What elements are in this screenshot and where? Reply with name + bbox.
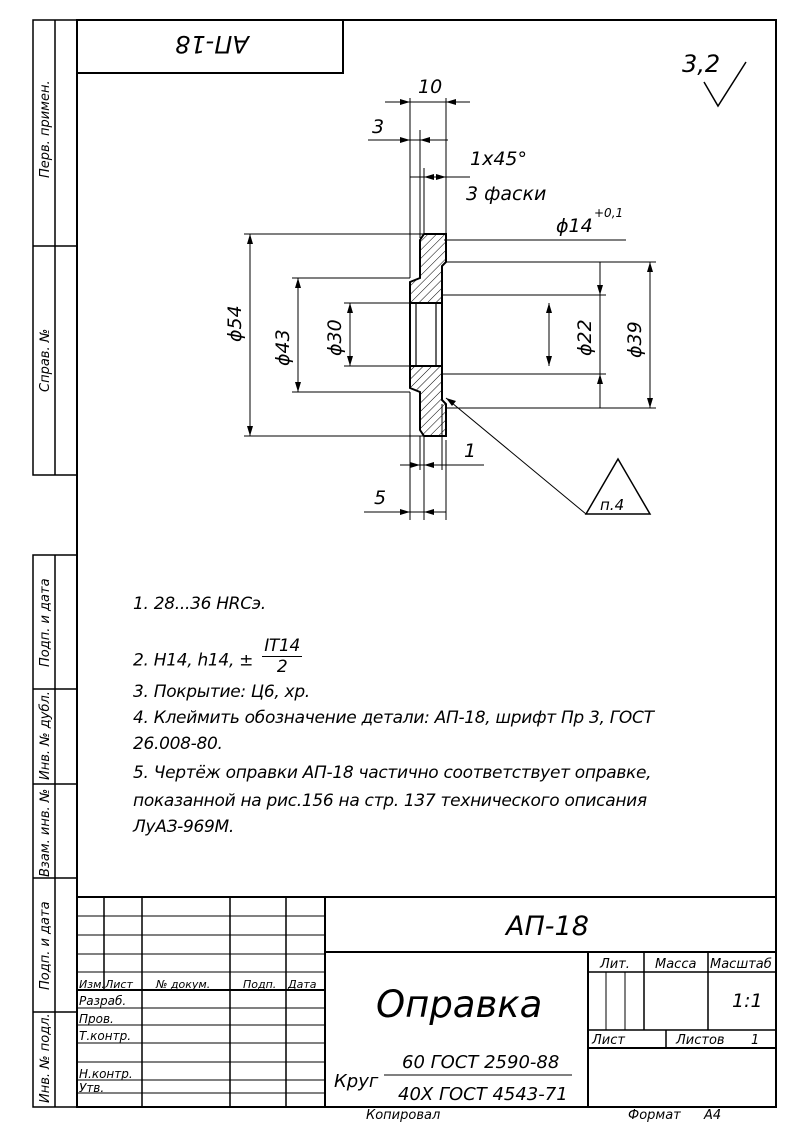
tb-header-izm: Изм. bbox=[79, 978, 105, 991]
tb-designation: АП-18 bbox=[504, 911, 589, 942]
side-sprav-no: Справ. № bbox=[38, 329, 53, 392]
dimension-texts: 10 3 1x45° 3 фаски ϕ14 +0,1 ϕ54 ϕ43 ϕ30 … bbox=[224, 76, 646, 509]
note-5b: показанной на рис.156 на стр. 137 технич… bbox=[133, 791, 647, 811]
tb-row-razrab: Разраб. bbox=[79, 994, 126, 1008]
dim-phi54: ϕ54 bbox=[224, 305, 246, 342]
sheet-frame bbox=[76, 19, 777, 1108]
tb-scale: 1:1 bbox=[732, 990, 763, 1012]
top-stamp-text: АП-18 bbox=[175, 30, 251, 58]
note-2: 2. H14, h14, ± IT14 2 bbox=[133, 636, 303, 681]
tb-massa: Масса bbox=[655, 957, 696, 972]
tb-header-doc: № докум. bbox=[155, 978, 210, 991]
side-perv-primen: Перв. примен. bbox=[38, 80, 53, 178]
roughness-value: 3,2 bbox=[682, 50, 720, 78]
tb-format-value: А4 bbox=[703, 1108, 721, 1123]
tb-lit: Лит. bbox=[599, 957, 630, 972]
tb-listov: Листов bbox=[675, 1033, 725, 1048]
tb-name: Оправка bbox=[376, 983, 542, 1026]
title-block-lines bbox=[77, 896, 776, 1107]
note-ref-text: п.4 bbox=[600, 496, 624, 514]
left-strip-labels: Перв. примен. Справ. № Подп. и дата Инв.… bbox=[38, 80, 53, 1103]
dim-phi39: ϕ39 bbox=[624, 321, 646, 358]
tb-material-top: 60 ГОСТ 2590-88 bbox=[402, 1052, 559, 1073]
dim-3: 3 bbox=[372, 116, 384, 138]
note-5a: 5. Чертёж оправки АП-18 частично соответ… bbox=[133, 763, 652, 783]
tb-header-list: Лист bbox=[104, 978, 133, 991]
left-strip bbox=[32, 19, 78, 1108]
note-2-fraction: IT14 2 bbox=[262, 636, 303, 677]
side-podp-data-1: Подп. и дата bbox=[38, 578, 53, 667]
note-1: 1. 28...36 HRCэ. bbox=[133, 594, 266, 614]
top-stamp-box bbox=[76, 19, 344, 74]
note-2-prefix: 2. H14, h14, ± bbox=[133, 650, 254, 671]
dim-phi43: ϕ43 bbox=[272, 329, 294, 366]
tb-listov-value: 1 bbox=[751, 1033, 759, 1048]
tb-header-date: Дата bbox=[287, 978, 317, 991]
dim-phi22: ϕ22 bbox=[574, 319, 596, 356]
tb-material-bottom: 40Х ГОСТ 4543-71 bbox=[398, 1084, 568, 1105]
roughness-sign bbox=[703, 61, 747, 108]
dim-chamfer: 1x45° bbox=[470, 148, 527, 170]
tb-kopiroval: Копировал bbox=[366, 1108, 440, 1123]
title-block-rows: Разраб. Пров. Т.контр. Н.контр. Утв. bbox=[79, 994, 133, 1095]
side-podp-data-2: Подп. и дата bbox=[38, 901, 53, 990]
side-vzam-inv: Взам. инв. № bbox=[38, 789, 53, 877]
tb-header-podp: Подп. bbox=[243, 978, 276, 991]
dim-5: 5 bbox=[374, 487, 386, 509]
note-2-denominator: 2 bbox=[276, 657, 288, 677]
dimension-lines bbox=[244, 98, 656, 520]
dim-chamfer-note: 3 фаски bbox=[466, 183, 546, 205]
note-2-numerator: IT14 bbox=[262, 636, 303, 657]
tb-list: Лист bbox=[591, 1033, 625, 1048]
bore bbox=[409, 302, 443, 367]
tb-masshtab: Масштаб bbox=[710, 957, 772, 972]
dim-phi14: ϕ14 bbox=[556, 215, 593, 237]
tb-row-nkontr: Н.контр. bbox=[79, 1067, 133, 1081]
tb-row-utv: Утв. bbox=[79, 1081, 104, 1095]
side-inv-podl: Инв. № подл. bbox=[38, 1013, 53, 1103]
part-section bbox=[409, 233, 447, 437]
tb-row-prov: Пров. bbox=[79, 1012, 114, 1026]
tb-format: Формат bbox=[628, 1108, 681, 1123]
section-upper bbox=[409, 233, 447, 304]
tb-material-prefix: Круг bbox=[334, 1071, 379, 1092]
dim-phi14-tol: +0,1 bbox=[594, 206, 623, 220]
note-ref-triangle bbox=[584, 457, 652, 515]
side-inv-dubl: Инв. № дубл. bbox=[38, 691, 53, 780]
dim-phi30: ϕ30 bbox=[324, 319, 346, 356]
section-lower bbox=[409, 365, 447, 437]
dim-1: 1 bbox=[464, 440, 476, 462]
dim-10: 10 bbox=[418, 76, 442, 98]
note-3: 3. Покрытие: Ц6, хр. bbox=[133, 682, 310, 702]
title-block-header: Изм. Лист № докум. Подп. Дата bbox=[79, 978, 317, 991]
note-5c: ЛуАЗ-969М. bbox=[133, 817, 235, 837]
arrowheads bbox=[247, 99, 653, 515]
tb-row-tkontr: Т.контр. bbox=[79, 1029, 131, 1043]
note-4b: 26.008-80. bbox=[133, 734, 223, 754]
note-4a: 4. Клеймить обозначение детали: АП-18, ш… bbox=[133, 708, 654, 728]
